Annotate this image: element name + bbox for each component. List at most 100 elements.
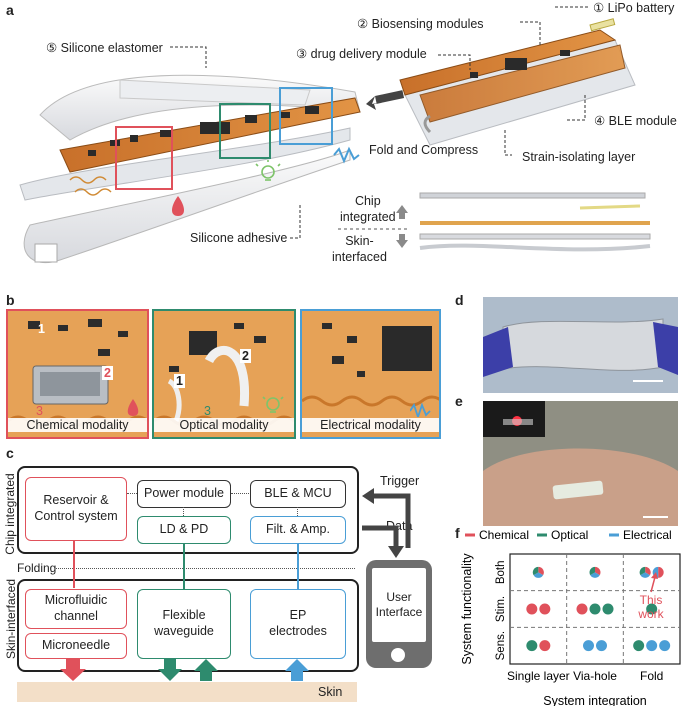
connector-dots-1: [127, 493, 137, 494]
optical-num-2: 2: [240, 349, 251, 363]
y-tick-label: Stim.: [495, 596, 507, 622]
skin-label: Skin: [318, 685, 343, 699]
data-point-chemical: [576, 603, 588, 615]
panel-label-f: f: [455, 525, 460, 541]
microfluidic-box: Microfluidic channel: [25, 589, 127, 629]
electrical-link: [297, 543, 299, 589]
connector-dots-4: [297, 507, 298, 516]
trigger-label: Trigger: [380, 474, 420, 488]
chart-legend: Chemical Optical Electrical: [465, 528, 672, 542]
x-tick-label: Fold: [640, 669, 663, 683]
chest-worn-photo: [483, 401, 678, 526]
filt-amp-box: Filt. & Amp.: [250, 516, 346, 544]
panel-label-e: e: [455, 393, 463, 409]
ld-pd-box: LD & PD: [137, 516, 231, 544]
connector-dots-3: [183, 507, 184, 516]
side-label-chip-integrated: Chip integrated: [3, 473, 17, 555]
y-tick-label: Sens.: [495, 631, 507, 660]
folding-label: Folding: [17, 561, 57, 575]
svg-text:This: This: [640, 593, 663, 607]
data-point-electrical: [646, 640, 658, 652]
data-point-chemical: [539, 640, 551, 652]
label-ble-module: ④ BLE module: [594, 114, 677, 128]
phone-device: User Interface: [366, 560, 432, 668]
chemical-num-2: 2: [102, 366, 113, 380]
ble-mcu-box: BLE & MCU: [250, 480, 346, 508]
data-point-mixed-ceo: [532, 566, 544, 578]
chemical-link: [73, 540, 75, 588]
electrical-modality-photo: Electrical modality: [300, 309, 441, 439]
microneedle-box: Microneedle: [25, 633, 127, 659]
legend-label-electrical: Electrical: [623, 528, 672, 542]
reservoir-box: Reservoir & Control system: [25, 477, 127, 541]
trigger-data-arrows: [362, 488, 411, 558]
data-point-optical: [602, 603, 614, 615]
x-axis-label: System integration: [543, 694, 647, 706]
label-drug-delivery: ③ drug delivery module: [296, 47, 427, 61]
panel-label-a: a: [6, 2, 14, 18]
svg-text:work: work: [637, 607, 664, 621]
data-point-chemical: [526, 603, 538, 615]
device-exploded-illustration: [19, 6, 651, 264]
data-point-optical: [633, 640, 645, 652]
drop-icon: [127, 399, 139, 416]
this-work-arrow: [650, 576, 656, 593]
label-biosensing: ② Biosensing modules: [357, 17, 484, 31]
connector-dots-2: [231, 493, 249, 494]
label-skin-interfaced: Skin- interfaced: [332, 234, 387, 264]
panel-label-d: d: [455, 292, 464, 308]
home-button[interactable]: [391, 648, 405, 662]
caption-chemical: Chemical modality: [8, 418, 147, 432]
down-arrow-optical: [158, 659, 182, 681]
optical-link: [183, 543, 185, 589]
up-arrow-electrical: [285, 659, 309, 681]
folding-line: [55, 568, 355, 569]
label-silicone-adhesive: Silicone adhesive: [190, 231, 288, 245]
skin-arrows: [60, 659, 309, 681]
data-point-mixed-ceo: [639, 566, 651, 578]
down-arrow-chemical: [60, 659, 86, 681]
data-point-optical: [589, 603, 601, 615]
device-bending-photo: [483, 297, 678, 393]
x-tick-label: Single layer: [507, 669, 570, 683]
ep-electrodes-box: EP electrodes: [250, 589, 346, 659]
chemical-num-3: 3: [36, 404, 43, 418]
data-point-electrical: [659, 640, 671, 652]
power-module-box: Power module: [137, 480, 231, 508]
optical-num-3: 3: [204, 404, 211, 418]
label-lipo-battery: ① LiPo battery: [593, 1, 675, 15]
chemical-num-1: 1: [38, 322, 45, 336]
up-arrow-optical: [194, 659, 218, 681]
ep-wave-icon: [410, 403, 431, 417]
caption-electrical: Electrical modality: [302, 418, 439, 432]
side-label-skin-interfaced: Skin-interfaced: [4, 578, 18, 660]
data-point-electrical: [596, 640, 607, 652]
data-point-optical: [646, 603, 658, 615]
y-tick-label: Both: [495, 560, 507, 584]
lightbulb-icon: [262, 396, 284, 413]
chip-integrated-frame: [17, 466, 359, 554]
data-point-electrical: [583, 640, 594, 652]
data-point-chemical: [539, 603, 551, 615]
label-chip-integrated: Chip integrated: [340, 194, 396, 224]
skin-interfaced-frame: [17, 579, 359, 672]
caption-optical: Optical modality: [154, 418, 294, 432]
data-point-optical: [526, 640, 538, 652]
skin-bar: [17, 682, 357, 702]
legend-label-chemical: Chemical: [479, 528, 529, 542]
y-axis-label: System functionality: [460, 553, 474, 665]
x-tick-label: Via-hole: [573, 669, 617, 683]
waveguide-box: Flexible waveguide: [137, 589, 231, 659]
data-point-mixed-ceo: [589, 566, 601, 578]
user-interface-screen[interactable]: User Interface: [372, 568, 426, 642]
optical-modality-photo: 2 1 3 Optical modality: [152, 309, 296, 439]
panel-label-b: b: [6, 292, 15, 308]
panel-label-c: c: [6, 445, 14, 461]
optical-num-1: 1: [174, 374, 185, 388]
chemical-modality-photo: 1 2 3 Chemical modality: [6, 309, 149, 439]
label-strain-isolating: Strain-isolating layer: [522, 150, 636, 164]
label-fold-compress: Fold and Compress: [369, 143, 479, 157]
legend-label-optical: Optical: [551, 528, 588, 542]
label-silicone-elastomer: ⑤ Silicone elastomer: [46, 41, 163, 55]
